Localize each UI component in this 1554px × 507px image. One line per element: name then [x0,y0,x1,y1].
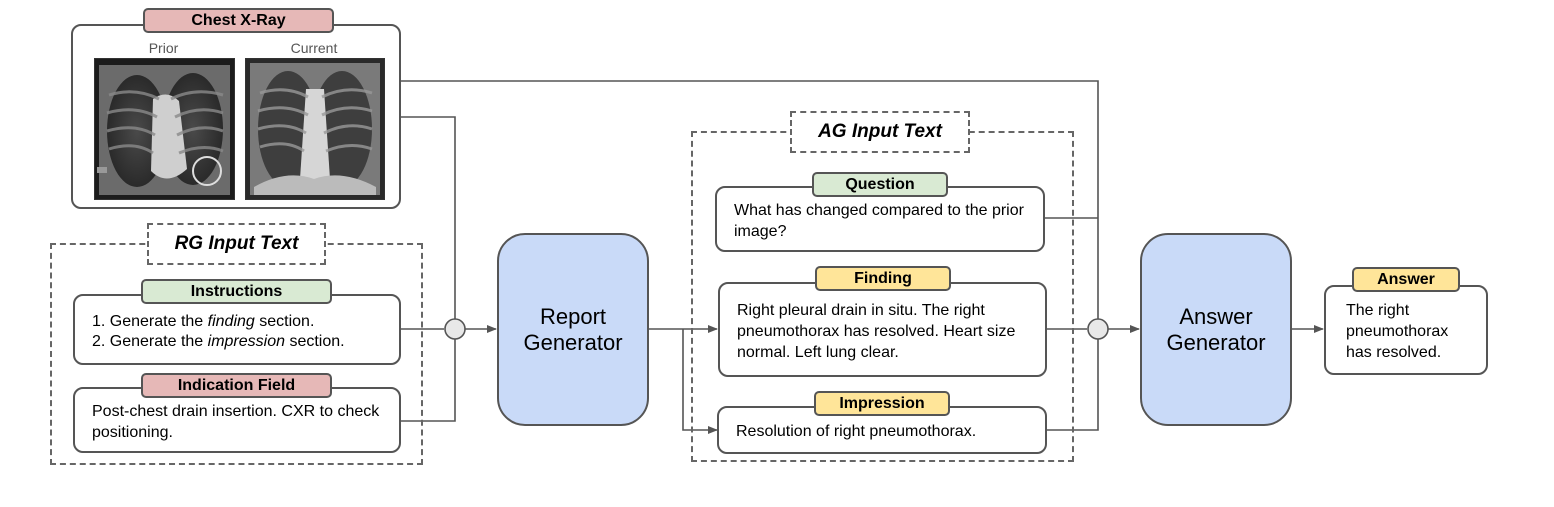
indication-to-merge-line [401,339,456,422]
instruction-line-1: 1. Generate the finding section. [92,313,315,330]
rg-merge-node [444,318,466,340]
report-generator-label-2: Generator [523,329,623,355]
ag-merge-node [1087,318,1109,340]
report-generator-box: Report Generator [497,233,649,426]
answer-box [1324,285,1488,375]
report-generator-label-1: Report [539,303,607,329]
answer-tag: Answer [1352,267,1460,292]
answer-generator-label-2: Generator [1166,329,1266,355]
instructions-tag: Instructions [141,279,332,304]
impression-text: Resolution of right pneumothorax. [736,423,977,440]
impression-tag: Impression [814,391,950,416]
finding-tag: Finding [815,266,951,291]
instruction-line-2: 2. Generate the impression section. [92,333,345,350]
current-label: Current [290,40,338,56]
rg-input-title: RG Input Text [147,223,326,265]
chest-xray-tag: Chest X-Ray [143,8,334,33]
impression-to-merge-line [1047,339,1099,431]
xray-to-rg-line [401,116,456,320]
xray-to-ag-line [401,80,1099,320]
indication-box [73,387,401,453]
indication-text: Post-chest drain insertion. CXR to check… [92,403,380,441]
finding-text: Right pleural drain in situ. The right p… [737,302,1016,361]
ag-input-title: AG Input Text [790,111,970,153]
question-text: What has changed compared to the prior i… [734,202,1024,240]
question-tag: Question [812,172,948,197]
prior-label: Prior [148,40,179,56]
indication-tag: Indication Field [141,373,332,398]
answer-generator-label-1: Answer [1179,303,1253,329]
answer-generator-box: Answer Generator [1140,233,1292,426]
rg-to-impression-arrow [682,329,718,434]
answer-text: The right pneumothorax has resolved. [1346,302,1449,361]
current-xray-image [245,58,385,200]
prior-xray-image [94,58,235,200]
